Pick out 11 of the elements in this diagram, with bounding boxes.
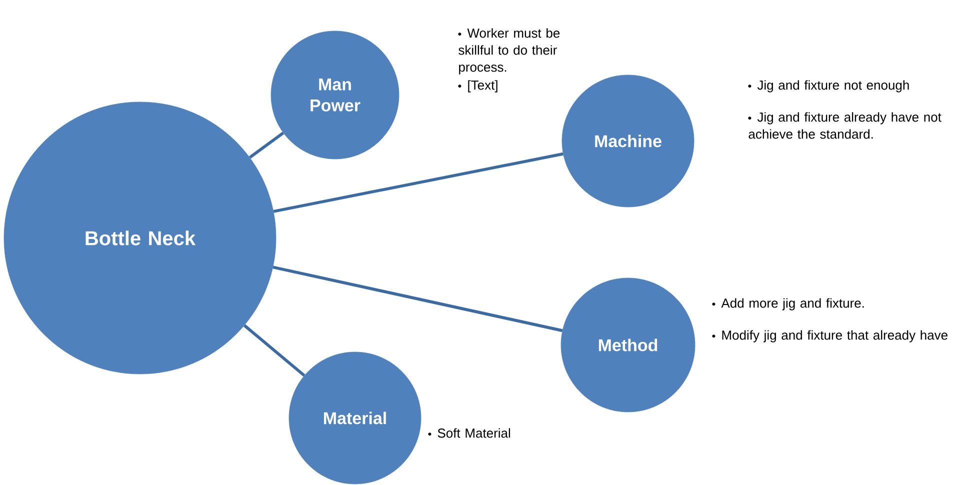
connector-line [243,324,306,377]
connector-line [272,266,563,332]
bullet-text: Worker must be skillful to do their process. [458,28,560,74]
bullet-text: Add more jig and fixture. [712,298,864,310]
connector-line [248,132,284,159]
bullet-text: Jig and fixture already have not achieve the standard. [748,112,942,139]
bullet-text: Modify jig and fixture that already have [712,330,948,342]
connector-line [273,152,564,213]
bullet-text: Soft Material [428,428,510,438]
bullet-text: Jig and fixture not enough [748,80,909,92]
bullet-text: [Text] [458,80,498,92]
